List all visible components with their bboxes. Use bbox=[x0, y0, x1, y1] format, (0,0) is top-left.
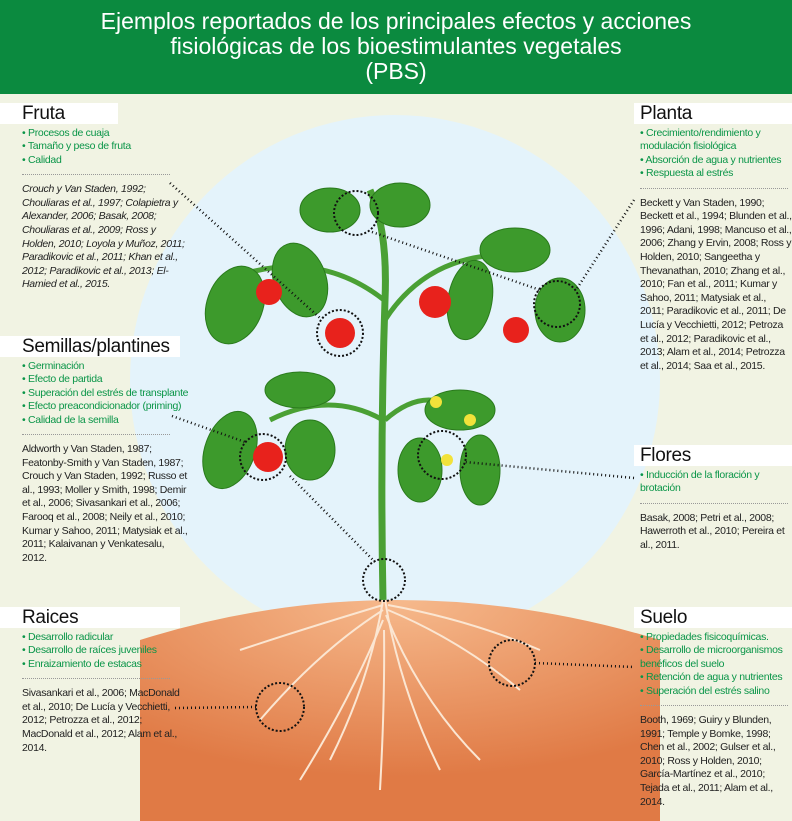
title-line-1: Ejemplos reportados de los principales e… bbox=[100, 8, 692, 34]
bullet: Efecto preacondicionador (priming) bbox=[22, 400, 200, 413]
section-suelo: Suelo Propiedades fisicoquímicas.Desarro… bbox=[634, 607, 792, 809]
divider bbox=[640, 705, 788, 707]
bullet: Tamaño y peso de fruta bbox=[22, 140, 190, 153]
title-line-2: fisiológicas de los bioestimulantes vege… bbox=[170, 33, 622, 59]
bullet: Desarrollo radicular bbox=[22, 631, 200, 644]
bullet: Efecto de partida bbox=[22, 373, 200, 386]
section-semillas: Semillas/plantines GerminaciónEfecto de … bbox=[0, 336, 200, 565]
bullet: Superación del estrés de transplante bbox=[22, 387, 200, 400]
divider bbox=[22, 174, 170, 176]
leaves bbox=[202, 182, 586, 601]
flowers bbox=[430, 396, 476, 466]
bullet: Inducción de la floración y brotación bbox=[640, 469, 792, 496]
section-title: Fruta bbox=[0, 103, 118, 124]
bullet: Enraizamiento de estacas bbox=[22, 658, 200, 671]
soil bbox=[140, 600, 660, 821]
header: Ejemplos reportados de los principales e… bbox=[0, 0, 792, 94]
section-title: Raices bbox=[0, 607, 180, 628]
bullet: Desarrollo de microorganismos benéficos … bbox=[640, 644, 792, 671]
divider bbox=[22, 434, 170, 436]
bullet: Retención de agua y nutrientes bbox=[640, 671, 792, 684]
bullet: Calidad bbox=[22, 154, 190, 167]
title-line-3: (PBS) bbox=[365, 58, 427, 84]
divider bbox=[22, 678, 170, 680]
divider bbox=[640, 187, 788, 189]
bullet: Calidad de la semilla bbox=[22, 414, 200, 427]
bullet: Desarrollo de raíces juveniles bbox=[22, 644, 200, 657]
section-title: Flores bbox=[634, 445, 792, 466]
section-flores: Flores Inducción de la floración y brota… bbox=[634, 445, 792, 553]
section-raices: Raices Desarrollo radicularDesarrollo de… bbox=[0, 607, 200, 755]
section-title: Planta bbox=[634, 103, 792, 124]
tomatoes bbox=[253, 279, 529, 472]
references: Booth, 1969; Guiry y Blunden, 1991; Temp… bbox=[640, 714, 776, 808]
references: Aldworth y Van Staden, 1987; Featonby-Sm… bbox=[22, 443, 188, 564]
bullet: Crecimiento/rendimiento y modulación fis… bbox=[640, 127, 792, 154]
bullet: Superación del estrés salino bbox=[640, 685, 792, 698]
section-title: Semillas/plantines bbox=[0, 336, 180, 357]
bullet: Respuesta al estrés bbox=[640, 167, 792, 180]
references: Crouch y Van Staden, 1992; Chouliaras et… bbox=[22, 183, 185, 291]
bullet: Propiedades fisicoquímicas. bbox=[640, 631, 792, 644]
references: Basak, 2008; Petri et al., 2008; Hawerro… bbox=[640, 511, 785, 551]
section-fruta: Fruta Procesos de cuajaTamaño y peso de … bbox=[0, 103, 190, 292]
bullet: Germinación bbox=[22, 360, 200, 373]
roots bbox=[239, 599, 541, 791]
bullet: Procesos de cuaja bbox=[22, 127, 190, 140]
references: Beckett y Van Staden, 1990; Beckett et a… bbox=[640, 196, 792, 372]
bullet: Absorción de agua y nutrientes bbox=[640, 154, 792, 167]
section-planta: Planta Crecimiento/rendimiento y modulac… bbox=[634, 103, 792, 373]
references: Sivasankari et al., 2006; MacDonald et a… bbox=[22, 687, 180, 754]
divider bbox=[640, 502, 788, 504]
section-title: Suelo bbox=[634, 607, 792, 628]
connector-lines bbox=[169, 182, 636, 710]
